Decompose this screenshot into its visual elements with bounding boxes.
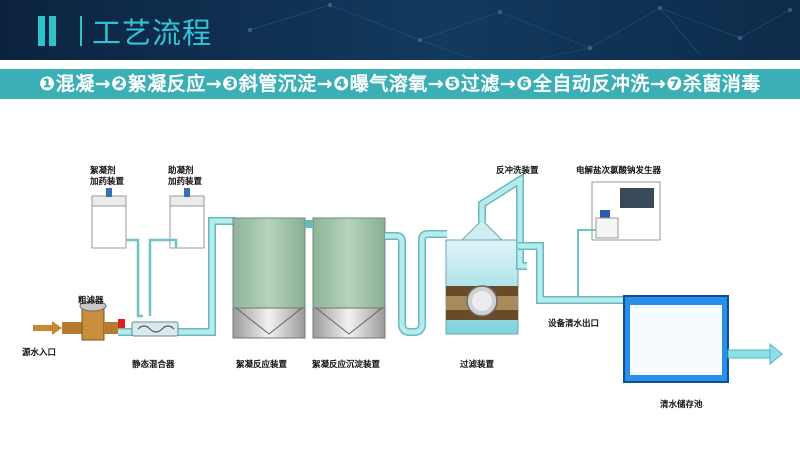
network-pattern — [247, 2, 793, 59]
coarse-filter — [62, 300, 118, 341]
step-4: ❹曝气溶氧 — [333, 73, 428, 95]
flocculant-dosing-tank — [91, 188, 127, 249]
step-2: ❷絮凝反应 — [111, 73, 206, 95]
filter-label: 过滤装置 — [460, 360, 495, 370]
generator-label: 电解盐次氯酸钠发生器 — [576, 166, 662, 176]
step-7: ❼杀菌消毒 — [666, 73, 761, 95]
backwash-label: 反冲洗装置 — [496, 166, 539, 176]
dosing-lines — [126, 238, 178, 318]
raw-water-inlet-label: 源水入口 — [22, 348, 57, 358]
flocculation-settler-label: 絮凝反应沉淀装置 — [312, 360, 381, 370]
process-steps-banner: ❶混凝→❷絮凝反应→❸斜管沉淀→❹曝气溶氧→❺过滤→❻全自动反冲洗→❼杀菌消毒 — [0, 69, 800, 99]
title-bars-icon — [38, 16, 82, 46]
flocculation-reactor-label: 絮凝反应装置 — [236, 360, 288, 370]
hypochlorite-generator — [591, 181, 661, 241]
clean-water-outlet-arrow — [727, 342, 783, 366]
process-diagram — [33, 172, 783, 383]
pipeline-2 — [305, 220, 447, 336]
step-5: ❺过滤 — [444, 73, 500, 95]
static-mixer-label: 静态混合器 — [132, 360, 175, 370]
clean-tank-label: 清水储存池 — [660, 400, 703, 410]
coarse-filter-label: 粗滤器 — [78, 296, 104, 306]
clean-water-tank — [623, 295, 729, 383]
raw-water-inlet-arrow — [33, 321, 62, 335]
coagulant-aid-dosing-label: 助凝剂加药装置 — [168, 166, 203, 187]
header-bar: 工艺流程 — [0, 0, 800, 60]
step-6: ❻全自动反冲洗 — [516, 73, 650, 95]
page-title: 工艺流程 — [92, 16, 213, 50]
chlorine-dosing-line — [577, 229, 596, 297]
clean-outlet-label: 设备清水出口 — [548, 319, 600, 329]
flocculation-reactor — [232, 217, 306, 339]
step-1: ❶混凝 — [39, 73, 95, 95]
flocculation-settler — [312, 217, 386, 339]
backwash-pipe — [478, 172, 527, 270]
pipeline-3 — [518, 242, 630, 304]
flocculant-dosing-label: 絮凝剂加药装置 — [90, 166, 125, 187]
filter-unit — [445, 219, 519, 335]
step-3: ❸斜管沉淀 — [222, 73, 317, 95]
sensor-red — [118, 319, 125, 328]
static-mixer — [131, 321, 179, 337]
